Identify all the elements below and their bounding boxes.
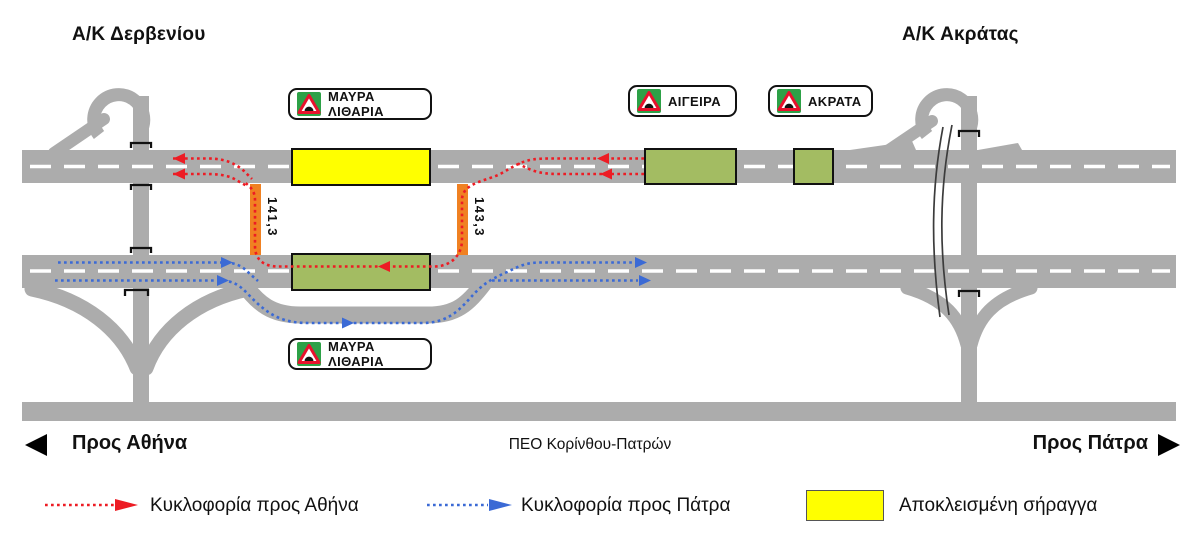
tunnel-mavra-litharia-closed-tube bbox=[291, 148, 431, 186]
derveni-loop-ramp bbox=[87, 88, 151, 154]
legend-closed-tunnel-swatch bbox=[806, 490, 884, 521]
blue-arrowhead bbox=[217, 275, 229, 286]
tunnel-sign-label: ΜΑΥΡΑ ΛΙΘΑΡΙΑ bbox=[328, 89, 384, 119]
tunnel-aigeira bbox=[644, 148, 737, 185]
km-marker-141-3: 141,3 bbox=[265, 197, 280, 238]
bracket bbox=[129, 141, 153, 148]
tunnel-akrata bbox=[793, 148, 834, 185]
tunnel-sign-mavra-litharia-top: ΜΑΥΡΑ ΛΙΘΑΡΙΑ bbox=[288, 88, 432, 120]
derveni-connector-road bbox=[133, 96, 149, 406]
legend-label-to-athens: Κυκλοφορία προς Αθήνα bbox=[150, 495, 359, 516]
interchange-title-derveni: Α/Κ Δερβενίου bbox=[72, 24, 206, 45]
right-triangle-icon bbox=[1158, 434, 1180, 456]
crossover-141-3 bbox=[250, 184, 261, 255]
derveni-south-ramp-west bbox=[24, 281, 145, 376]
flow-red-lane-west-lower bbox=[173, 172, 248, 188]
tunnel-warning-icon bbox=[297, 92, 321, 116]
red-arrowhead bbox=[173, 153, 185, 164]
tunnel-sign-label: ΑΚΡΑΤΑ bbox=[808, 93, 862, 109]
flow-blue-main bbox=[55, 261, 634, 325]
red-arrowhead bbox=[597, 153, 609, 164]
tunnel-sign-label: ΑΙΓΕΙΡΑ bbox=[668, 93, 721, 109]
bracket bbox=[957, 289, 981, 297]
tunnel-sign-label: ΜΑΥΡΑ ΛΙΘΑΡΙΑ bbox=[328, 339, 384, 369]
red-arrowhead bbox=[173, 168, 185, 180]
legend-label-closed-tunnel: Αποκλεισμένη σήραγγα bbox=[899, 495, 1098, 516]
bridge-arc-left bbox=[932, 126, 944, 318]
bracket bbox=[123, 288, 150, 296]
tunnel-sign-aigeira: ΑΙΓΕΙΡΑ bbox=[628, 85, 737, 117]
flow-red-merge-east bbox=[517, 162, 644, 176]
akrata-bridge-arcs bbox=[932, 124, 953, 318]
flow-red-lane-west-upper bbox=[173, 157, 253, 180]
tunnel-sign-akrata: ΑΚΡΑΤΑ bbox=[768, 85, 873, 117]
red-arrowhead bbox=[378, 261, 390, 272]
interchange-title-akrata: Α/Κ Ακράτας bbox=[902, 24, 1019, 45]
direction-label-athens: Προς Αθήνα bbox=[72, 432, 188, 454]
old-road-label: ΠΕΟ Κορίνθου-Πατρών bbox=[508, 436, 672, 453]
crossover-143-3 bbox=[457, 184, 468, 255]
blue-arrowhead bbox=[639, 275, 651, 286]
overpass-brackets bbox=[123, 129, 981, 297]
derveni-south-ramp-east bbox=[138, 281, 256, 376]
old-national-road bbox=[22, 402, 1176, 421]
flow-blue-merge-west bbox=[58, 261, 259, 282]
tunnel-warning-icon bbox=[637, 89, 661, 113]
flow-to-athens bbox=[173, 153, 644, 272]
lane-markings bbox=[30, 164, 1170, 273]
flow-to-patras bbox=[55, 257, 651, 329]
legend-blue-arrow-icon bbox=[427, 499, 512, 511]
akrata-south-ramp-east bbox=[964, 281, 1038, 352]
tunnel-sign-mavra-litharia-bottom: ΜΑΥΡΑ ΛΙΘΑΡΙΑ bbox=[288, 338, 432, 370]
red-arrowhead bbox=[600, 168, 612, 180]
blue-arrowhead bbox=[221, 257, 233, 268]
akrata-merge-wedge-left bbox=[850, 141, 916, 150]
akrata-merge-wedge-right bbox=[978, 143, 1022, 150]
tunnel-mavra-litharia-open-tube bbox=[291, 253, 431, 291]
km-marker-143-3: 143,3 bbox=[472, 197, 487, 238]
tunnels bbox=[291, 148, 834, 291]
legend-label-to-patras: Κυκλοφορία προς Πάτρα bbox=[521, 495, 731, 516]
bracket bbox=[129, 246, 153, 253]
bracket bbox=[129, 183, 153, 190]
blue-arrowhead bbox=[342, 317, 354, 329]
flow-red-main bbox=[243, 157, 644, 268]
direction-label-patras: Προς Πάτρα bbox=[1032, 432, 1148, 454]
left-triangle-icon bbox=[25, 434, 47, 456]
median-crossovers bbox=[250, 184, 468, 255]
bridge-arc-right bbox=[941, 124, 953, 316]
akrata-loop-ramp bbox=[915, 88, 979, 154]
bracket bbox=[957, 129, 981, 137]
tunnel-warning-icon bbox=[297, 342, 321, 366]
tunnel-warning-icon bbox=[777, 89, 801, 113]
roads bbox=[22, 88, 1176, 421]
blue-arrowhead bbox=[635, 257, 647, 268]
legend-red-arrow-icon bbox=[45, 499, 138, 511]
